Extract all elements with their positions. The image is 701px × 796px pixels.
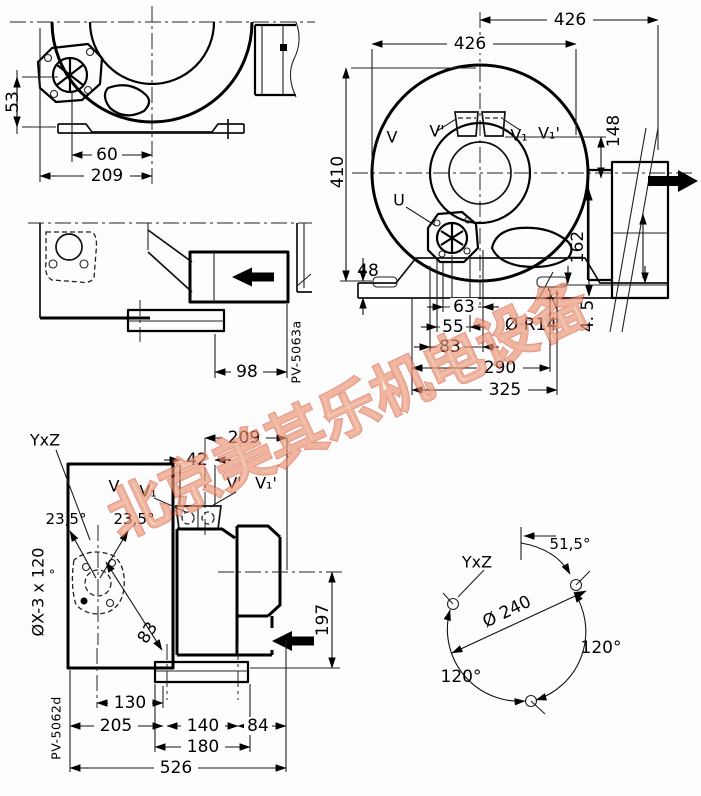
kidney-slot-front <box>490 226 573 269</box>
label-vp-side: V' <box>226 474 241 493</box>
dim-205: 205 <box>100 716 132 736</box>
dim-98: 98 <box>236 362 258 382</box>
dim-162: 162 <box>568 231 588 263</box>
angle-23-5-right: 23,5° <box>114 510 155 528</box>
base-plate-bottom <box>153 644 250 700</box>
view-front: V V' V₁ V₁' U <box>328 10 698 400</box>
outlet-duct <box>586 127 670 333</box>
dim-4-5: 4. 5 <box>578 300 598 332</box>
dim-84: 84 <box>247 716 269 736</box>
label-u: U <box>393 191 405 210</box>
motor-flange <box>36 42 104 104</box>
dim-290: 290 <box>484 358 516 378</box>
dim-197: 197 <box>313 604 333 636</box>
dim-209-side: 209 <box>228 428 260 448</box>
view-side-left: 98 PV-5063a <box>28 222 312 384</box>
drawing-number-bottom: PV-5062d <box>49 696 64 760</box>
motor-block <box>66 462 175 670</box>
company-watermark: 北京美其乐机电设备 <box>98 269 601 552</box>
degree-mark: ° <box>49 569 56 584</box>
dim-148: 148 <box>604 115 624 147</box>
dim-526: 526 <box>160 758 192 778</box>
flow-arrow-right-icon <box>648 170 698 192</box>
flow-arrow-left2-icon <box>272 631 314 651</box>
dim-209: 209 <box>91 166 123 186</box>
base-plate-side <box>126 300 226 342</box>
dim-83: 83 <box>439 337 461 357</box>
label-v: V <box>387 128 398 147</box>
angle-120-right: 120° <box>581 638 622 658</box>
label-yxz-circle: YxZ <box>461 553 492 572</box>
dim-325: 325 <box>489 380 521 400</box>
label-r14: Ø R14 <box>505 315 557 335</box>
drawing-number-side: PV-5063a <box>289 320 304 383</box>
label-v-prime: V' <box>429 122 444 141</box>
foot-profile <box>58 123 244 133</box>
label-v1p-side: V₁' <box>255 474 277 493</box>
kidney-slot <box>103 84 151 117</box>
hidden-flange-face <box>71 525 125 645</box>
dim-140: 140 <box>187 716 219 736</box>
dim-48: 48 <box>357 261 379 281</box>
flow-arrow-left-icon <box>232 267 274 287</box>
label-v-side: V <box>109 477 120 496</box>
terminal-flange-front <box>426 210 480 264</box>
hidden-flange <box>44 231 98 284</box>
dim-240: Ø 240 <box>480 592 535 632</box>
view-front-partial: 53 60 209 <box>3 6 315 186</box>
dim-63: 63 <box>453 297 475 317</box>
label-v1-prime: V₁' <box>538 124 560 143</box>
dim-53: 53 <box>3 91 23 113</box>
angle-23-5-left: 23,5° <box>46 510 87 528</box>
dim-60: 60 <box>96 145 118 165</box>
angle-120-left: 120° <box>441 667 482 687</box>
view-bolt-circle: 51,5° YxZ Ø 240 120° 120° <box>441 527 622 715</box>
label-yxz: YxZ <box>29 431 60 450</box>
housing-side <box>175 524 345 657</box>
view-side-dimensioned: YxZ 209 42 V V₁ V' V₁' 23,5° 23,5° <box>29 428 345 778</box>
dim-42: 42 <box>186 450 208 470</box>
dim-410: 410 <box>328 156 348 188</box>
outlet-stub <box>253 21 300 98</box>
pressure-ports <box>454 111 506 137</box>
bolt-pattern-note: ØX-3 x 120 <box>29 548 48 637</box>
label-v1: V₁ <box>510 126 527 145</box>
dim-426-outer: 426 <box>554 10 586 30</box>
dim-55: 55 <box>442 317 464 337</box>
dim-130: 130 <box>114 693 146 713</box>
label-v1-side: V₁ <box>139 482 156 501</box>
dim-426-inner: 426 <box>454 34 486 54</box>
inlet-silencer-box <box>188 250 290 304</box>
angle-51-5: 51,5° <box>550 535 591 553</box>
dim-180: 180 <box>187 737 219 757</box>
